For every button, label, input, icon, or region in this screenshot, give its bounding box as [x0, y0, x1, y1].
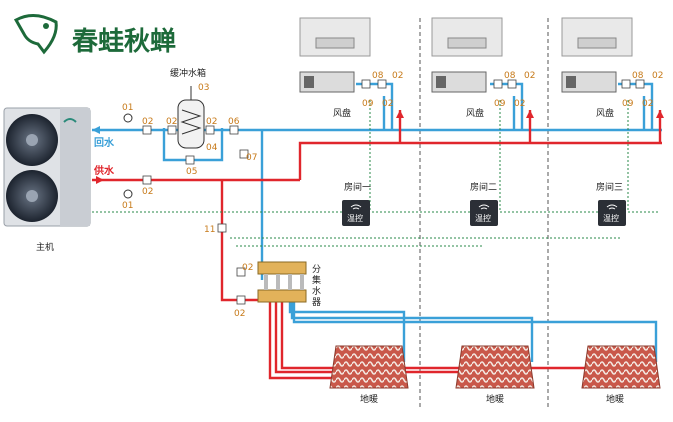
signal-wires [92, 100, 660, 247]
part-09-fc2: 09 [494, 99, 506, 109]
thermostat-label-3: 温控 [603, 213, 619, 223]
part-02-fc1-top: 02 [392, 71, 403, 81]
room-name-2: 房间二 [470, 181, 497, 193]
part-01-bottom: 01 [122, 201, 133, 211]
part-02-fc3-bottom: 02 [642, 99, 653, 109]
part-02-d: 02 [142, 187, 153, 197]
fan-coil-label-3: 风盘 [596, 107, 614, 119]
part-11: 11 [204, 225, 215, 235]
frog-logo-icon [13, 14, 58, 55]
manifold-icon [257, 261, 307, 303]
manifold-char-1: 分 [312, 264, 321, 275]
thermostat-icon [598, 200, 626, 226]
floor-heating-label-2: 地暖 [486, 393, 504, 405]
buffer-tank-label: 缓冲水箱 [170, 67, 206, 79]
fan-coil-3: 风盘 [561, 17, 633, 119]
part-02-manifold-top: 02 [242, 263, 253, 273]
return-arrow [92, 126, 100, 134]
part-02-fc1-bottom: 02 [382, 99, 393, 109]
supply-main-pipe [298, 141, 662, 180]
fan-coil-icon [299, 17, 371, 93]
brand-logo: 春蛙秋蝉 [13, 14, 176, 57]
thermostat-label-2: 温控 [475, 213, 491, 223]
part-08-fc1: 08 [372, 71, 384, 81]
part-09-fc3: 09 [622, 99, 634, 109]
floor-heating-label-3: 地暖 [606, 393, 624, 405]
supply-water-label: 供水 [93, 164, 115, 177]
brand-name: 春蛙秋蝉 [72, 26, 176, 57]
fan-coil-label-1: 风盘 [333, 107, 351, 119]
fan-coil-icon [431, 17, 503, 93]
part-02-c: 02 [206, 117, 217, 127]
floor-heating-label-1: 地暖 [360, 393, 378, 405]
part-07: 07 [246, 153, 257, 163]
part-03: 03 [198, 83, 209, 93]
thermostat-icon [470, 200, 498, 226]
part-02-manifold-bottom: 02 [234, 309, 245, 319]
part-08-fc2: 08 [504, 71, 516, 81]
part-numbers: 01 01 02 02 02 02 03 04 05 06 07 11 02 0… [122, 71, 663, 319]
part-02-fc2-bottom: 02 [514, 99, 525, 109]
thermostat-label-1: 温控 [347, 213, 363, 223]
heat-pump-icon [3, 107, 91, 227]
part-06: 06 [228, 117, 240, 127]
room-3: 房间三 温控 [596, 181, 626, 226]
room-name-1: 房间一 [344, 181, 371, 193]
part-05: 05 [186, 167, 197, 177]
supply-to-manifold-pipe [220, 180, 262, 302]
supply-arrow [96, 176, 104, 184]
part-02-fc3-top: 02 [652, 71, 663, 81]
part-01-top: 01 [122, 103, 133, 113]
fan-coil-1: 风盘 [299, 17, 371, 119]
floor-heating-icon [581, 345, 661, 389]
part-09-fc1: 09 [362, 99, 374, 109]
room-name-3: 房间三 [596, 181, 623, 193]
floor-heating-icon [329, 345, 409, 389]
part-02-a: 02 [142, 117, 153, 127]
part-02-fc2-top: 02 [524, 71, 535, 81]
fan-coil-2: 风盘 [431, 17, 503, 119]
manifold-label: 分 集 水 器 [312, 264, 321, 308]
manifold-char-3: 水 [312, 285, 321, 297]
room-separators [419, 18, 549, 410]
manifold-char-4: 器 [312, 297, 321, 308]
floor-heating-2: 地暖 [455, 345, 535, 405]
floor-heating-3: 地暖 [581, 345, 661, 405]
part-04: 04 [206, 143, 218, 153]
room-2: 房间二 温控 [470, 181, 498, 226]
fan-coil-icon [561, 17, 633, 93]
floor-heating-icon [455, 345, 535, 389]
gauge-icon [123, 113, 133, 199]
part-02-b: 02 [166, 117, 177, 127]
buffer-tank-icon [177, 86, 205, 149]
fan-coil-label-2: 风盘 [466, 107, 484, 119]
room-1: 房间一 温控 [342, 181, 371, 226]
thermostat-icon [342, 200, 370, 226]
valve-icon [142, 79, 645, 305]
main-unit-label: 主机 [36, 241, 54, 253]
manifold-char-2: 集 [312, 274, 321, 286]
return-water-label: 回水 [94, 136, 115, 149]
supply-pipes [92, 110, 662, 380]
part-08-fc3: 08 [632, 71, 644, 81]
floor-heating-1: 地暖 [329, 345, 409, 405]
